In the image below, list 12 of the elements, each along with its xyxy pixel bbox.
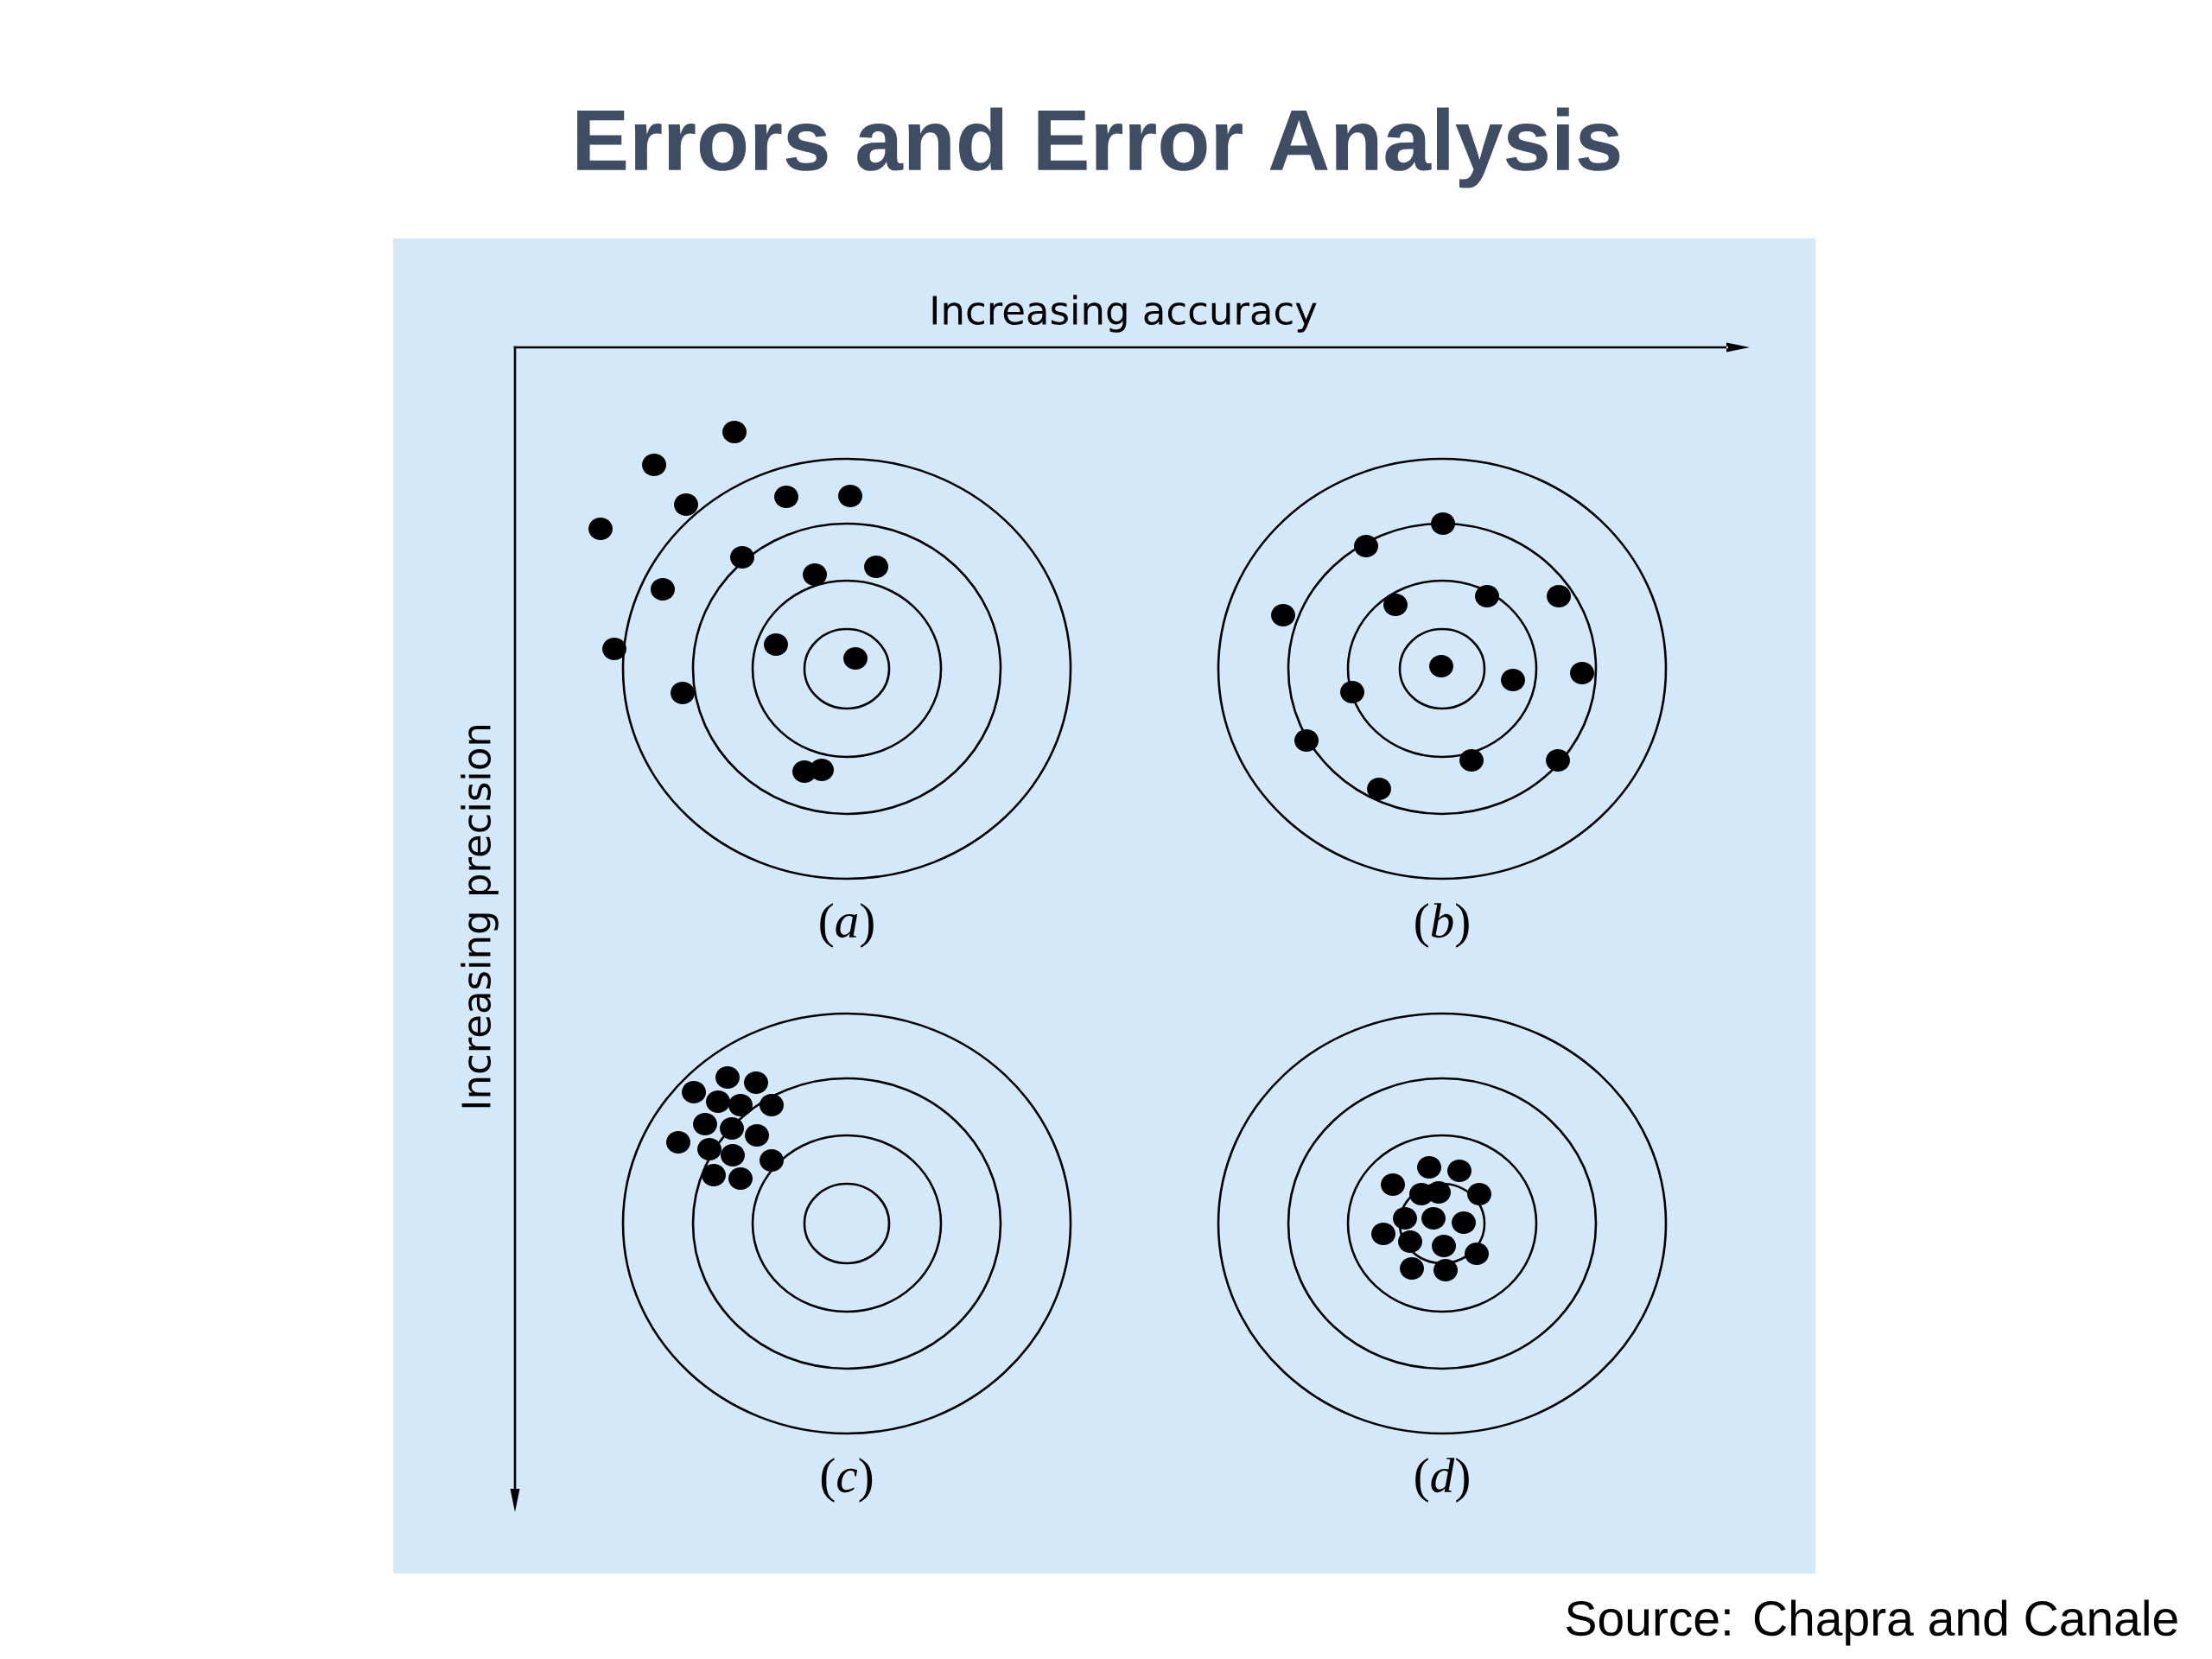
axis-label: Increasing accuracy (932, 295, 1317, 333)
target (1217, 1012, 1668, 1435)
target (621, 1012, 1072, 1435)
source-note: Source: Chapra and Canale (1567, 1599, 2177, 1646)
panel-label: (d) (1415, 1458, 1469, 1503)
title: Errors and Error Analysis (577, 107, 1620, 188)
target (621, 457, 1072, 880)
panel-label: (c) (821, 1458, 873, 1503)
axis-label: Increasing precision (461, 725, 499, 1108)
panel-label: (a) (820, 903, 874, 948)
panel-label: (b) (1415, 903, 1469, 948)
target (1217, 457, 1668, 880)
